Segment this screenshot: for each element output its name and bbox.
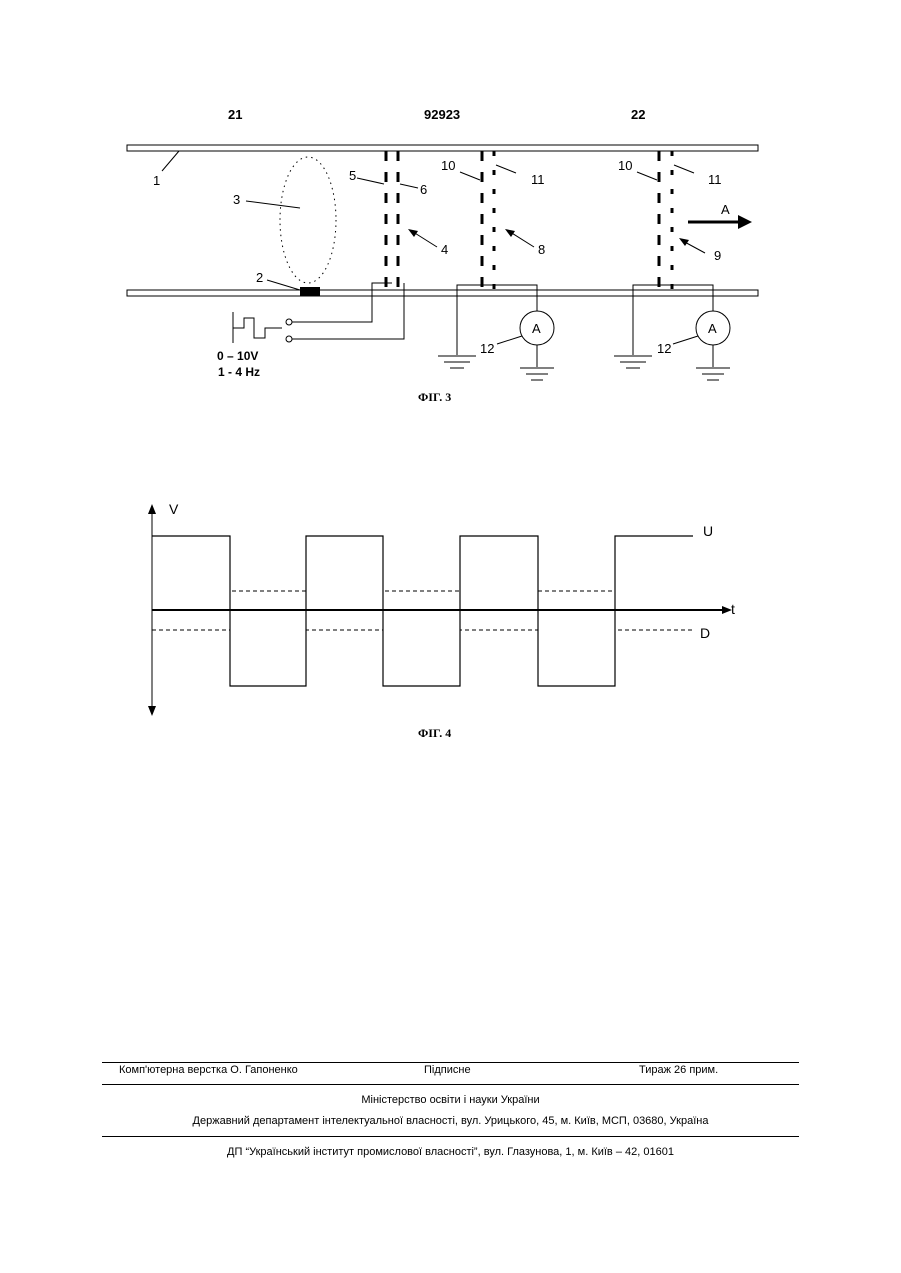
meter-label-2: A — [708, 321, 717, 336]
label-12b: 12 — [657, 341, 671, 356]
label-12a: 12 — [480, 341, 494, 356]
label-11a: 11 — [531, 172, 545, 187]
pipe-bottom-wall — [127, 290, 758, 296]
label-1: 1 — [153, 173, 160, 188]
label-2: 2 — [256, 270, 263, 285]
exciter-block — [300, 287, 320, 296]
footer-institute: ДП “Український інститут промислової вла… — [0, 1146, 901, 1158]
footer-layout-credit: Комп'ютерна верстка О. Гапоненко — [119, 1064, 298, 1076]
fig4-waveform: V t U D — [0, 490, 901, 750]
square-wave-source-icon — [233, 312, 292, 343]
label-4: 4 — [441, 242, 448, 257]
pipe-top-wall — [127, 145, 758, 151]
label-flow-a: A — [721, 202, 730, 217]
label-8: 8 — [538, 242, 545, 257]
label-9: 9 — [714, 248, 721, 263]
fig4-caption: ФІГ. 4 — [418, 726, 451, 741]
frequency-range: 1 - 4 Hz — [218, 365, 260, 379]
label-10b: 10 — [618, 158, 632, 173]
footer-signed: Підписне — [424, 1064, 471, 1076]
fig3-diagram: 1 3 2 5 6 4 10 11 8 10 11 9 A A A 12 12 … — [0, 0, 901, 420]
label-3: 3 — [233, 192, 240, 207]
label-6: 6 — [420, 182, 427, 197]
axis-label-t: t — [731, 601, 735, 617]
voltage-range: 0 – 10V — [217, 349, 258, 363]
meter-label-1: A — [532, 321, 541, 336]
series-label-u: U — [703, 523, 713, 539]
label-11b: 11 — [708, 172, 722, 187]
field-loop — [280, 157, 336, 283]
footer-divider-middle — [102, 1084, 799, 1085]
series-label-d: D — [700, 625, 710, 641]
axis-label-v: V — [169, 501, 179, 517]
label-10a: 10 — [441, 158, 455, 173]
footer-department: Державний департамент інтелектуальної вл… — [0, 1115, 901, 1127]
fig3-caption: ФІГ. 3 — [418, 390, 451, 405]
label-5: 5 — [349, 168, 356, 183]
footer-circulation: Тираж 26 прим. — [639, 1064, 718, 1076]
footer-divider-bottom — [102, 1136, 799, 1137]
footer-ministry: Міністерство освіти і науки України — [0, 1094, 901, 1106]
footer-divider-top — [102, 1062, 799, 1063]
